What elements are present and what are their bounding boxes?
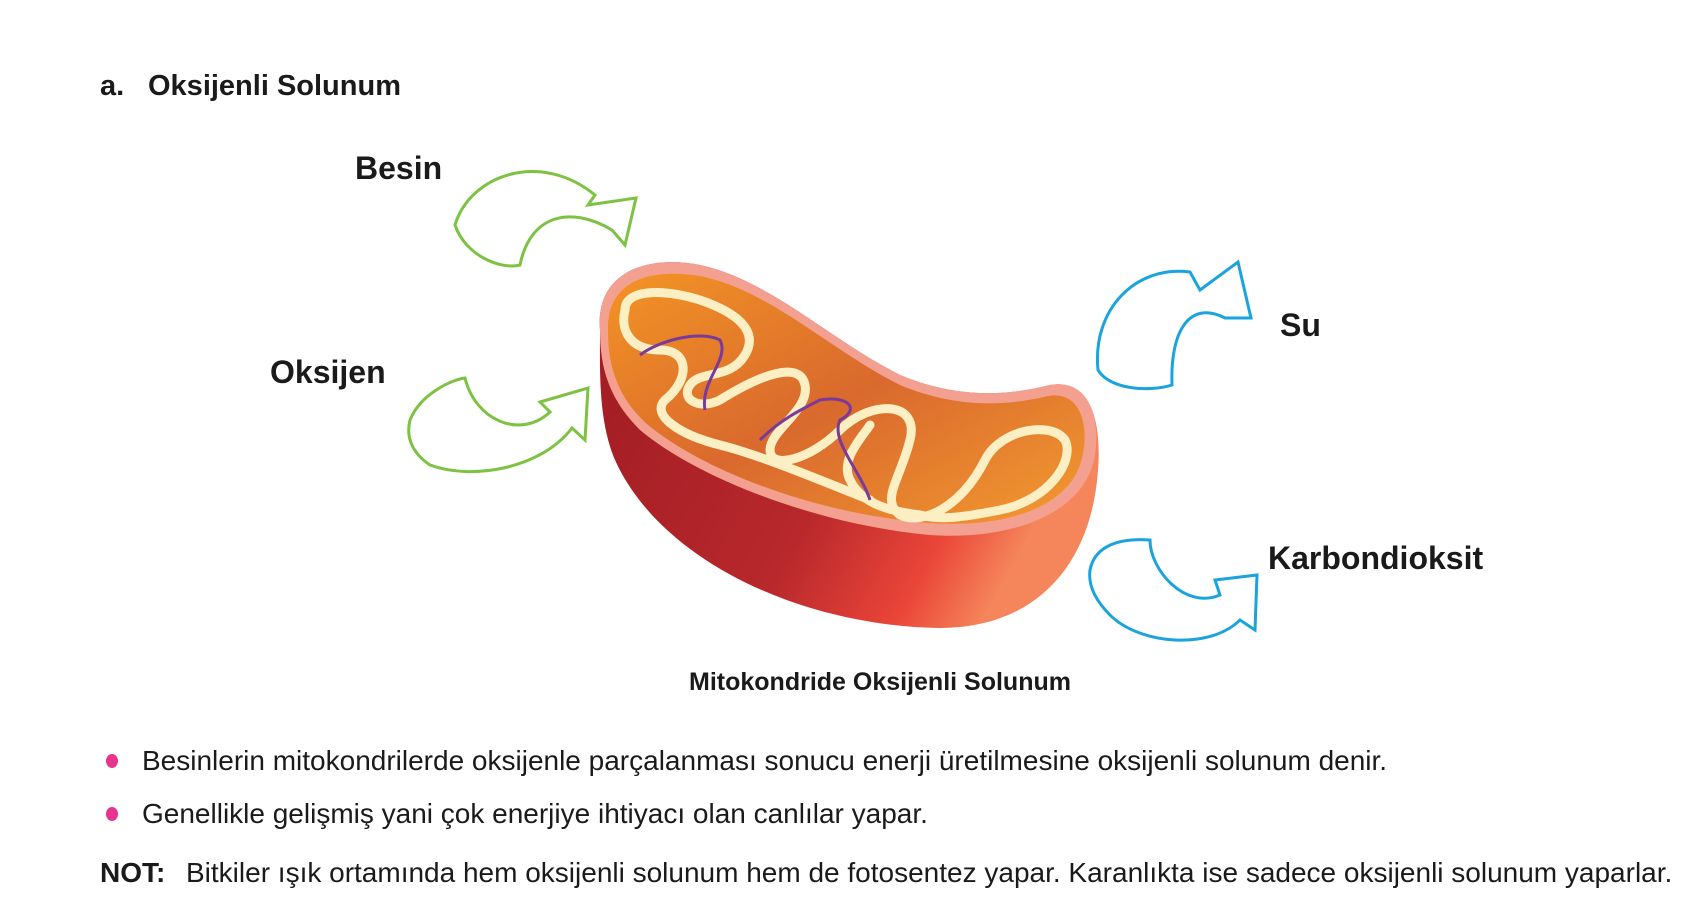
dna-strand <box>639 334 872 501</box>
bullet-icon <box>106 807 118 821</box>
input-arrows <box>407 170 638 474</box>
bullet-item: Genellikle gelişmiş yani çok enerjiye ih… <box>100 798 928 830</box>
section-title: a. Oksijenli Solunum <box>100 70 401 103</box>
karbondioksit-arrow-icon <box>1088 538 1259 642</box>
output-arrows <box>1088 259 1259 642</box>
label-besin: Besin <box>355 150 443 186</box>
besin-arrow-icon <box>453 170 638 268</box>
bullet-text: Besinlerin mitokondrilerde oksijenle par… <box>142 745 1388 776</box>
oksijen-arrow-icon <box>407 376 590 474</box>
label-su: Su <box>1280 307 1321 343</box>
su-arrow-icon <box>1095 259 1253 391</box>
section-letter: a. <box>100 70 125 102</box>
label-oksijen: Oksijen <box>270 354 386 390</box>
bullet-text: Genellikle gelişmiş yani çok enerjiye ih… <box>142 798 928 829</box>
label-karbondioksit: Karbondioksit <box>1268 540 1484 576</box>
diagram-caption: Mitokondride Oksijenli Solunum <box>689 668 1071 696</box>
note-text: Bitkiler ışık ortamında hem oksijenli so… <box>186 857 1673 888</box>
bullet-item: Besinlerin mitokondrilerde oksijenle par… <box>100 745 1387 777</box>
cristae <box>619 288 1072 523</box>
mitochondrion-illustration <box>599 262 1099 628</box>
note-label: NOT: <box>100 857 166 888</box>
section-title-text: Oksijenli Solunum <box>148 70 401 102</box>
note: NOT: Bitkiler ışık ortamında hem oksijen… <box>100 854 1698 891</box>
bullet-icon <box>106 754 118 768</box>
